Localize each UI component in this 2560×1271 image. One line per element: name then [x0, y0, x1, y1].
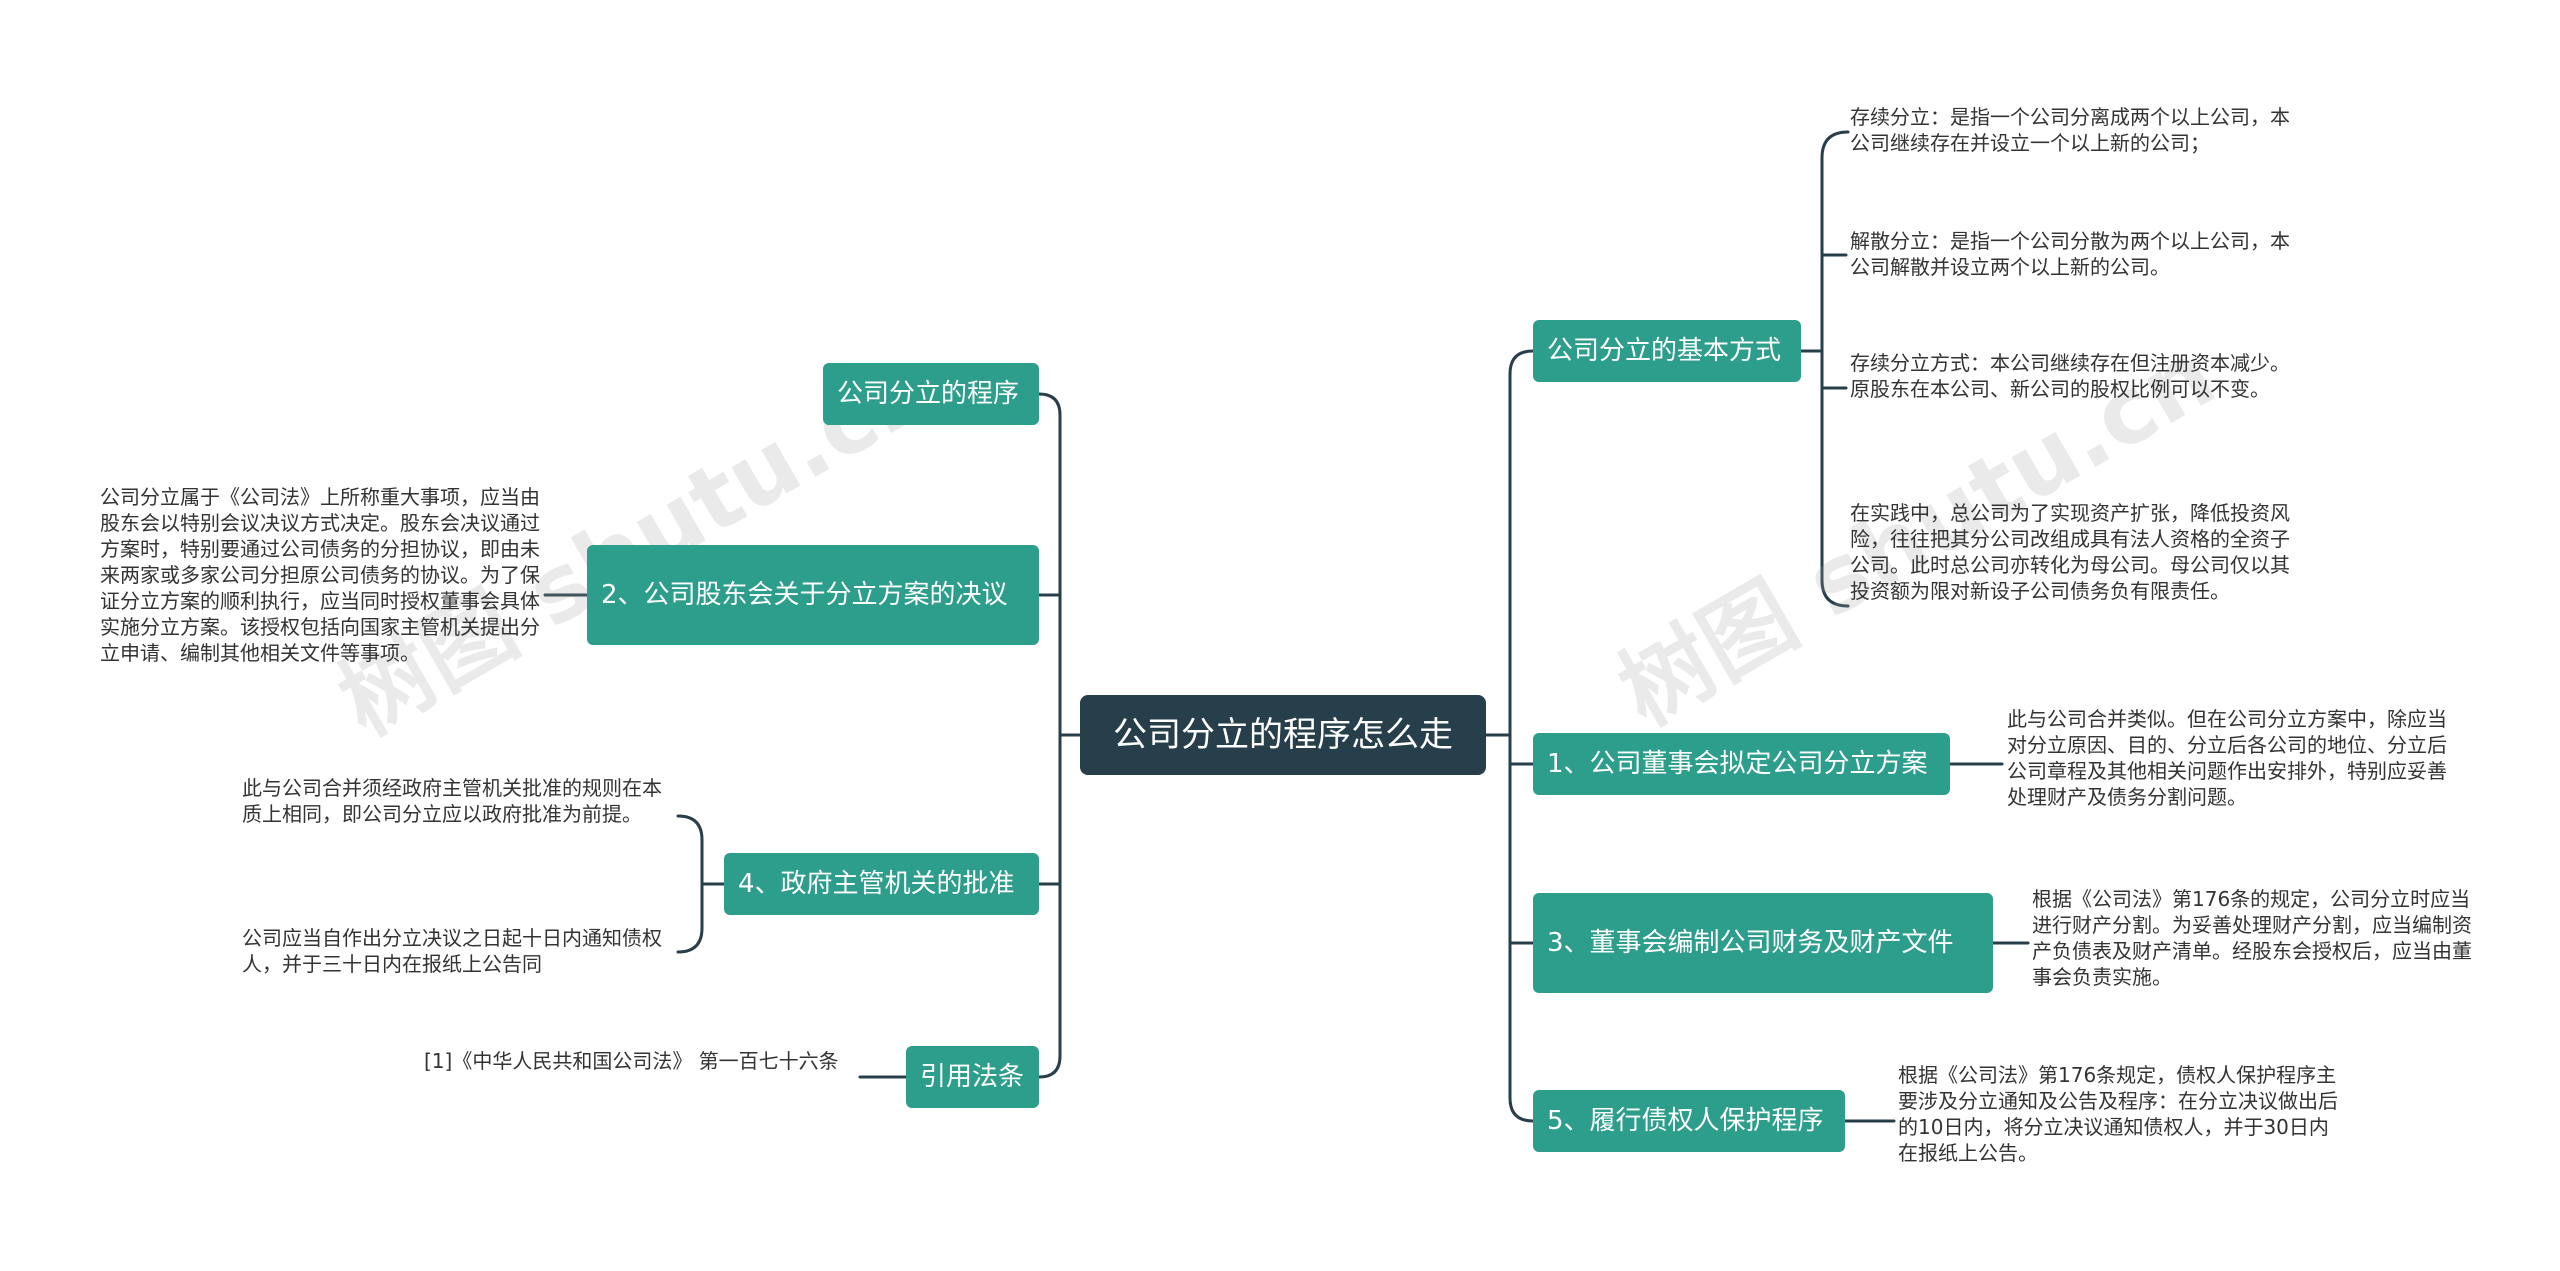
branch-label: 2、公司股东会关于分立方案的决议	[601, 580, 1008, 610]
note-right-2-0: 根据《公司法》第176条的规定，公司分立时应当进行财产分割。为妥善处理财产分割，…	[2032, 887, 2472, 989]
branch-label: 公司分立的基本方式	[1547, 336, 1782, 366]
branch-left-3[interactable]: 引用法条	[906, 1046, 1039, 1108]
note-right-1-0: 此与公司合并类似。但在公司分立方案中，除应当对分立原因、目的、分立后各公司的地位…	[2007, 707, 2447, 809]
note-right-0-1: 解散分立：是指一个公司分散为两个以上公司，本公司解散并设立两个以上新的公司。	[1850, 229, 2290, 279]
branch-label: 3、董事会编制公司财务及财产文件	[1547, 928, 1954, 958]
note-left-2-1: 公司应当自作出分立决议之日起十日内通知债权人，并于三十日内在报纸上公告同	[242, 926, 662, 976]
note-right-0-0: 存续分立：是指一个公司分离成两个以上公司，本公司继续存在并设立一个以上新的公司；	[1850, 105, 2290, 155]
root-topic-label: 公司分立的程序怎么走	[1113, 715, 1453, 755]
note-right-3-0: 根据《公司法》第176条规定，债权人保护程序主要涉及分立通知及公告及程序：在分立…	[1898, 1063, 2338, 1165]
branch-label: 5、履行债权人保护程序	[1547, 1106, 1824, 1136]
branch-left-1[interactable]: 2、公司股东会关于分立方案的决议	[587, 545, 1039, 645]
branch-right-3[interactable]: 5、履行债权人保护程序	[1533, 1090, 1845, 1152]
note-right-0-3: 在实践中，总公司为了实现资产扩张，降低投资风险，往往把其分公司改组成具有法人资格…	[1850, 501, 2290, 603]
branch-right-2[interactable]: 3、董事会编制公司财务及财产文件	[1533, 893, 1993, 993]
note-left-1-0: 公司分立属于《公司法》上所称重大事项，应当由股东会以特别会议决议方式决定。股东会…	[100, 485, 540, 665]
branch-left-2[interactable]: 4、政府主管机关的批准	[724, 853, 1039, 915]
note-right-0-2: 存续分立方式：本公司继续存在但注册资本减少。原股东在本公司、新公司的股权比例可以…	[1850, 351, 2290, 401]
branch-label: 1、公司董事会拟定公司分立方案	[1547, 749, 1928, 779]
branch-label: 4、政府主管机关的批准	[738, 869, 1015, 899]
connector-left-trunk	[1037, 392, 1062, 1079]
note-left-3-0: [1]《中华人民共和国公司法》 第一百七十六条	[424, 1049, 839, 1073]
connector-right-0-bracket	[1820, 130, 1850, 608]
branch-right-0[interactable]: 公司分立的基本方式	[1533, 320, 1801, 382]
branch-label: 公司分立的程序	[837, 379, 1020, 409]
branch-left-0[interactable]: 公司分立的程序	[823, 363, 1039, 425]
branch-label: 引用法条	[920, 1062, 1025, 1092]
connector-right-trunk	[1508, 349, 1535, 1123]
root-topic[interactable]: 公司分立的程序怎么走	[1080, 695, 1486, 775]
connector-left-2-bracket	[676, 814, 704, 954]
branch-right-1[interactable]: 1、公司董事会拟定公司分立方案	[1533, 733, 1950, 795]
note-left-2-0: 此与公司合并须经政府主管机关批准的规则在本质上相同，即公司分立应以政府批准为前提…	[242, 776, 662, 826]
